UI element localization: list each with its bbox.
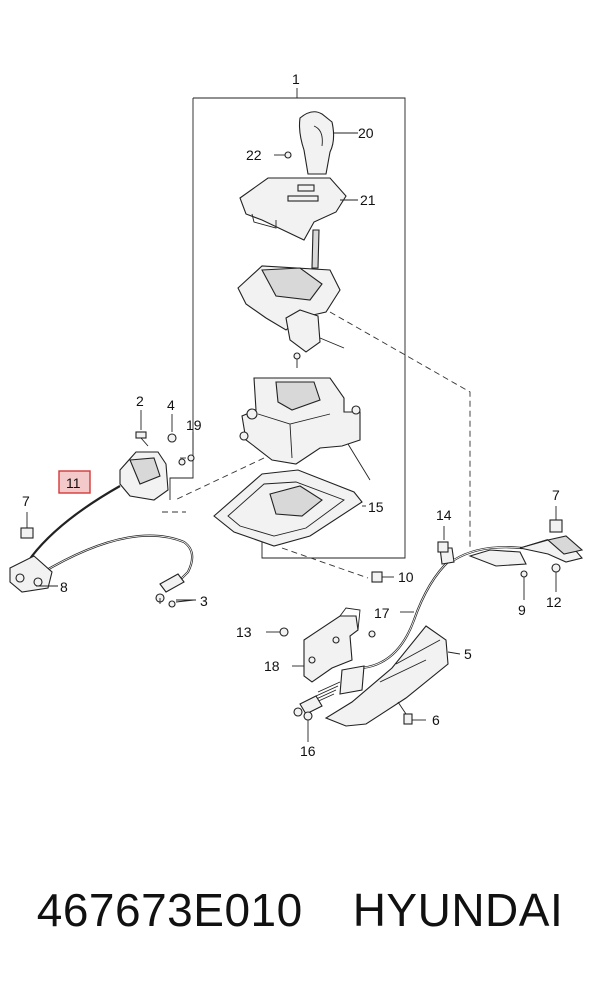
callout-22: 22 [246,147,262,163]
part-number: 467673E010 [36,884,303,936]
cable-bracket-11 [119,451,186,501]
bolt-6 [397,701,426,725]
callout-1: 1 [292,71,300,87]
callout-11: 11 [66,475,81,491]
callout-19: 19 [186,417,202,433]
callout-10: 10 [398,569,414,585]
bolt-10 [371,571,394,583]
brand-name: HYUNDAI [352,884,564,936]
callout-8: 8 [60,579,68,595]
callout-14: 14 [436,507,452,523]
indicator-cover [239,177,358,241]
callout-11-highlight [58,470,91,494]
exploded-parts-diagram: 1 20 22 21 2 4 19 11 7 15 8 3 10 14 7 9 … [9,71,584,759]
bolt-3 [168,599,195,608]
shift-knob [298,111,358,175]
callout-5: 5 [464,646,472,662]
fasteners-2-4-19 [135,410,195,462]
bracket-18 [266,607,376,683]
cable-boot-5 [324,625,461,727]
callout-21: 21 [360,192,376,208]
callout-20: 20 [358,125,374,141]
callout-16: 16 [300,743,316,759]
assembly-1-outline [169,88,406,559]
gasket-plate [213,469,366,547]
callout-13: 13 [236,624,252,640]
cable-adjuster-16 [293,665,365,742]
callout-9: 9 [518,602,526,618]
callout-7-right: 7 [552,487,560,503]
callout-18: 18 [264,658,280,674]
callout-6: 6 [432,712,440,728]
callout-leaders [36,585,557,613]
callout-12: 12 [546,594,562,610]
callout-15: 15 [368,499,384,515]
callout-2: 2 [136,393,144,409]
caption-bar: 467673E010 HYUNDAI [0,880,600,940]
callout-4: 4 [167,397,175,413]
clip-14 [437,526,449,553]
callout-3: 3 [200,593,208,609]
shift-base-bracket [239,377,371,481]
transmission-cable [361,506,584,670]
callout-17: 17 [374,605,390,621]
dashed-leaders [162,311,471,579]
bolt-22 [274,151,292,159]
shift-lever-assembly [237,229,345,368]
callout-7-left: 7 [22,493,30,509]
